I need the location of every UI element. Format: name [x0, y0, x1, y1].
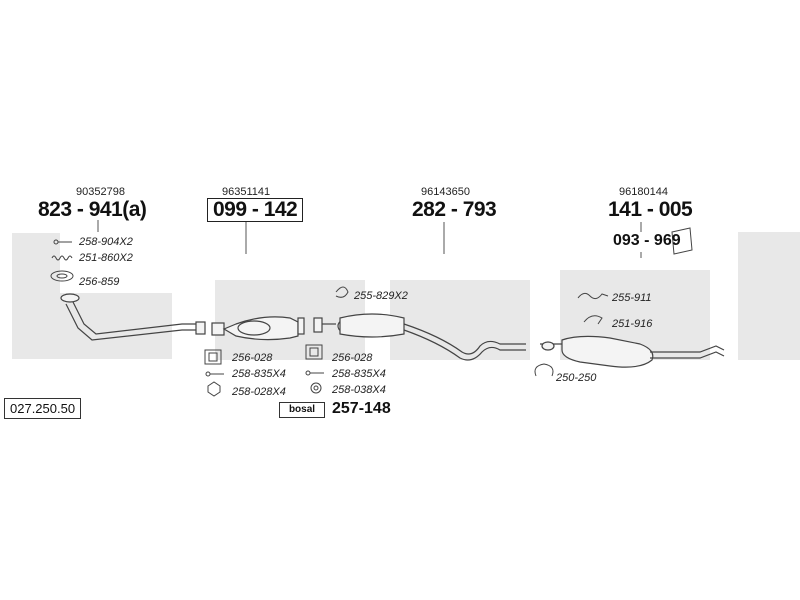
part-number-catalyst[interactable]: 099 - 142 — [207, 198, 304, 222]
accessory-label[interactable]: 258-028X4 — [232, 386, 286, 398]
diagram-reference-number: 027.250.50 — [4, 398, 82, 419]
oem-number-rear: 96180144 — [619, 186, 668, 198]
part-number-front-pipe[interactable]: 823 - 941(a) — [38, 198, 147, 221]
rear-silencer — [540, 335, 725, 368]
front-pipe — [60, 293, 206, 341]
accessory-glyphs — [50, 227, 693, 397]
accessory-label[interactable]: 255-829X2 — [354, 290, 408, 302]
oem-number-front-pipe: 90352798 — [76, 186, 125, 198]
bosal-kit-badge: bosal — [279, 402, 325, 418]
accessory-label[interactable]: 251-860X2 — [79, 252, 133, 264]
leader-lines — [97, 220, 642, 258]
accessory-label[interactable]: 256-028 — [232, 352, 273, 364]
accessory-label[interactable]: 256-859 — [79, 276, 120, 288]
part-number-rear[interactable]: 141 - 005 — [608, 198, 693, 221]
accessory-label[interactable]: 258-835X4 — [232, 368, 286, 380]
mounting-kit-number[interactable]: 257-148 — [332, 400, 391, 417]
bosal-watermark — [12, 232, 800, 360]
intermediate-pipe — [313, 313, 526, 361]
accessory-label[interactable]: 256-028 — [332, 352, 373, 364]
accessory-label[interactable]: 258-038X4 — [332, 384, 386, 396]
oem-number-catalyst: 96351141 — [222, 186, 271, 198]
catalytic-converter — [211, 316, 305, 341]
accessory-label[interactable]: 250-250 — [556, 372, 597, 384]
oem-number-intermediate: 96143650 — [421, 186, 470, 198]
accessory-label[interactable]: 258-835X4 — [332, 368, 386, 380]
part-number-intermediate[interactable]: 282 - 793 — [412, 198, 497, 221]
accessory-label[interactable]: 258-904X2 — [79, 236, 133, 248]
accessory-label[interactable]: 251-916 — [612, 318, 653, 330]
part-number-rear-mount[interactable]: 093 - 969 — [613, 232, 681, 249]
accessory-label[interactable]: 255-911 — [612, 292, 652, 304]
